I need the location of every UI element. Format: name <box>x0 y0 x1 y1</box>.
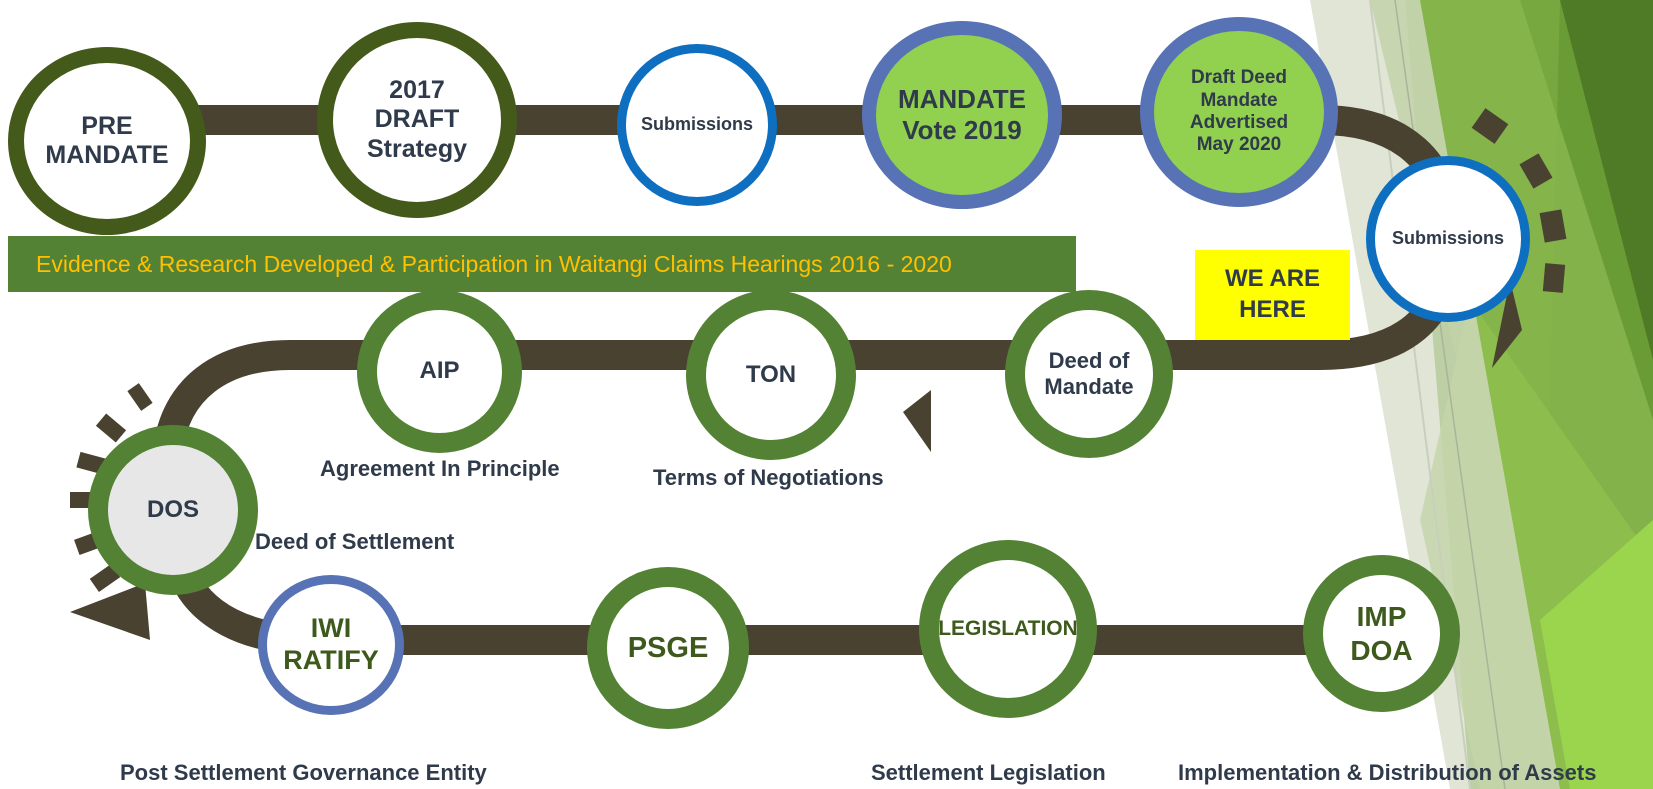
node-iwi-ratify: IWI RATIFY <box>258 575 404 715</box>
node-imp-doa: IMP DOA <box>1303 555 1460 712</box>
node-draft-deed-label: Draft Deed Mandate Advertised May 2020 <box>1189 67 1289 156</box>
direction-arrow-down-left <box>70 583 150 640</box>
node-submissions-1-label: Submissions <box>640 114 754 135</box>
node-deed-of-mandate: Deed of Mandate <box>1005 290 1173 458</box>
label-psge: Post Settlement Governance Entity <box>120 760 487 785</box>
direction-arrow-down-right <box>1492 280 1522 368</box>
label-terms-of-negotiations: Terms of Negotiations <box>653 465 884 490</box>
node-deed-of-mandate-label: Deed of Mandate <box>1044 348 1134 399</box>
node-legislation: LEGISLATION <box>919 540 1097 718</box>
node-submissions-2-label: Submissions <box>1391 228 1505 249</box>
direction-arrow-left <box>903 390 931 452</box>
we-are-here-marker: WE ARE HERE <box>1195 250 1350 340</box>
marker-pointer <box>1259 338 1289 362</box>
node-submissions-2: Submissions <box>1366 156 1530 322</box>
node-mandate-vote: MANDATE Vote 2019 <box>862 21 1062 209</box>
node-draft-strategy-label: 2017 DRAFT Strategy <box>366 75 468 163</box>
node-draft-strategy: 2017 DRAFT Strategy <box>317 22 517 218</box>
node-submissions-1: Submissions <box>617 44 777 206</box>
motion-dashes-right <box>1471 108 1567 293</box>
node-ton-label: TON <box>745 360 797 388</box>
node-psge-label: PSGE <box>627 631 709 664</box>
node-aip-label: AIP <box>419 357 460 385</box>
label-deed-of-settlement: Deed of Settlement <box>255 529 455 554</box>
node-imp-doa-label: IMP DOA <box>1350 601 1413 666</box>
we-are-here-text: WE ARE HERE <box>1224 265 1321 323</box>
node-dos: DOS <box>88 425 258 595</box>
node-dos-label: DOS <box>146 495 199 523</box>
node-ton: TON <box>686 290 856 460</box>
node-pre-mandate: PRE MANDATE <box>8 47 206 235</box>
node-draft-deed: Draft Deed Mandate Advertised May 2020 <box>1140 17 1338 207</box>
node-pre-mandate-label: PRE MANDATE <box>45 111 169 170</box>
node-iwi-ratify-label: IWI RATIFY <box>283 613 379 675</box>
evidence-banner-text: Evidence & Research Developed & Particip… <box>36 250 952 277</box>
label-agreement-in-principle: Agreement In Principle <box>320 456 560 481</box>
node-psge: PSGE <box>587 567 749 729</box>
node-legislation-label: LEGISLATION <box>938 616 1078 640</box>
label-settlement-legislation: Settlement Legislation <box>871 760 1106 785</box>
node-mandate-vote-label: MANDATE Vote 2019 <box>897 84 1027 145</box>
node-aip: AIP <box>357 290 522 453</box>
evidence-banner: Evidence & Research Developed & Particip… <box>8 236 1076 292</box>
label-implementation: Implementation & Distribution of Assets <box>1178 760 1597 785</box>
